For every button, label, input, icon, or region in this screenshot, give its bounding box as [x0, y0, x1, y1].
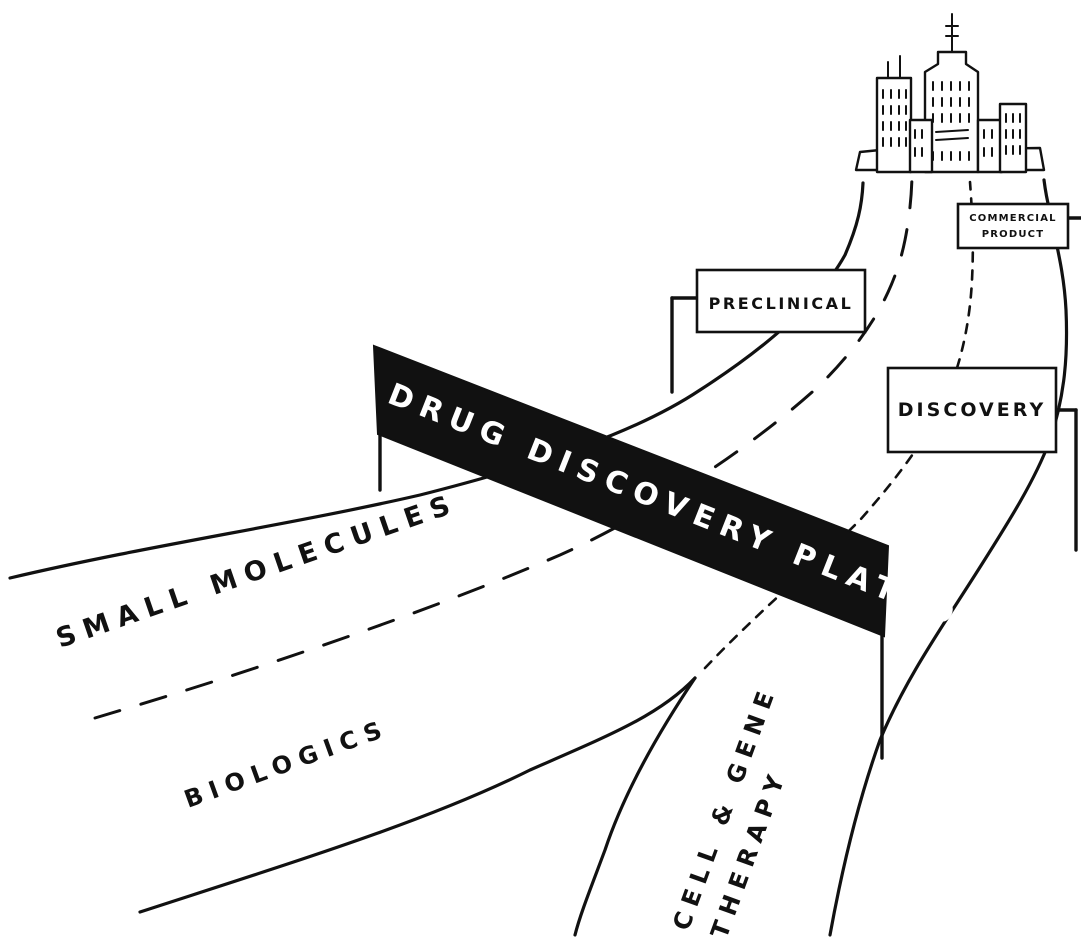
sign-discovery-label: DISCOVERY	[898, 399, 1047, 421]
sign-preclinical-label: PRECLINICAL	[709, 294, 854, 313]
sign-discovery: DISCOVERY	[888, 368, 1076, 550]
sign-commercial-product: COMMERCIAL PRODUCT	[958, 204, 1081, 248]
road-lines	[10, 180, 1067, 935]
city-skyline-icon	[856, 14, 1044, 172]
road-label-biologics: BIOLOGICS	[180, 714, 392, 814]
road-label-small-molecules: SMALL MOLECULES	[52, 488, 462, 655]
sign-preclinical: PRECLINICAL	[672, 270, 865, 392]
sign-commercial-line1: COMMERCIAL	[969, 213, 1056, 224]
sign-commercial-line2: PRODUCT	[982, 229, 1045, 240]
